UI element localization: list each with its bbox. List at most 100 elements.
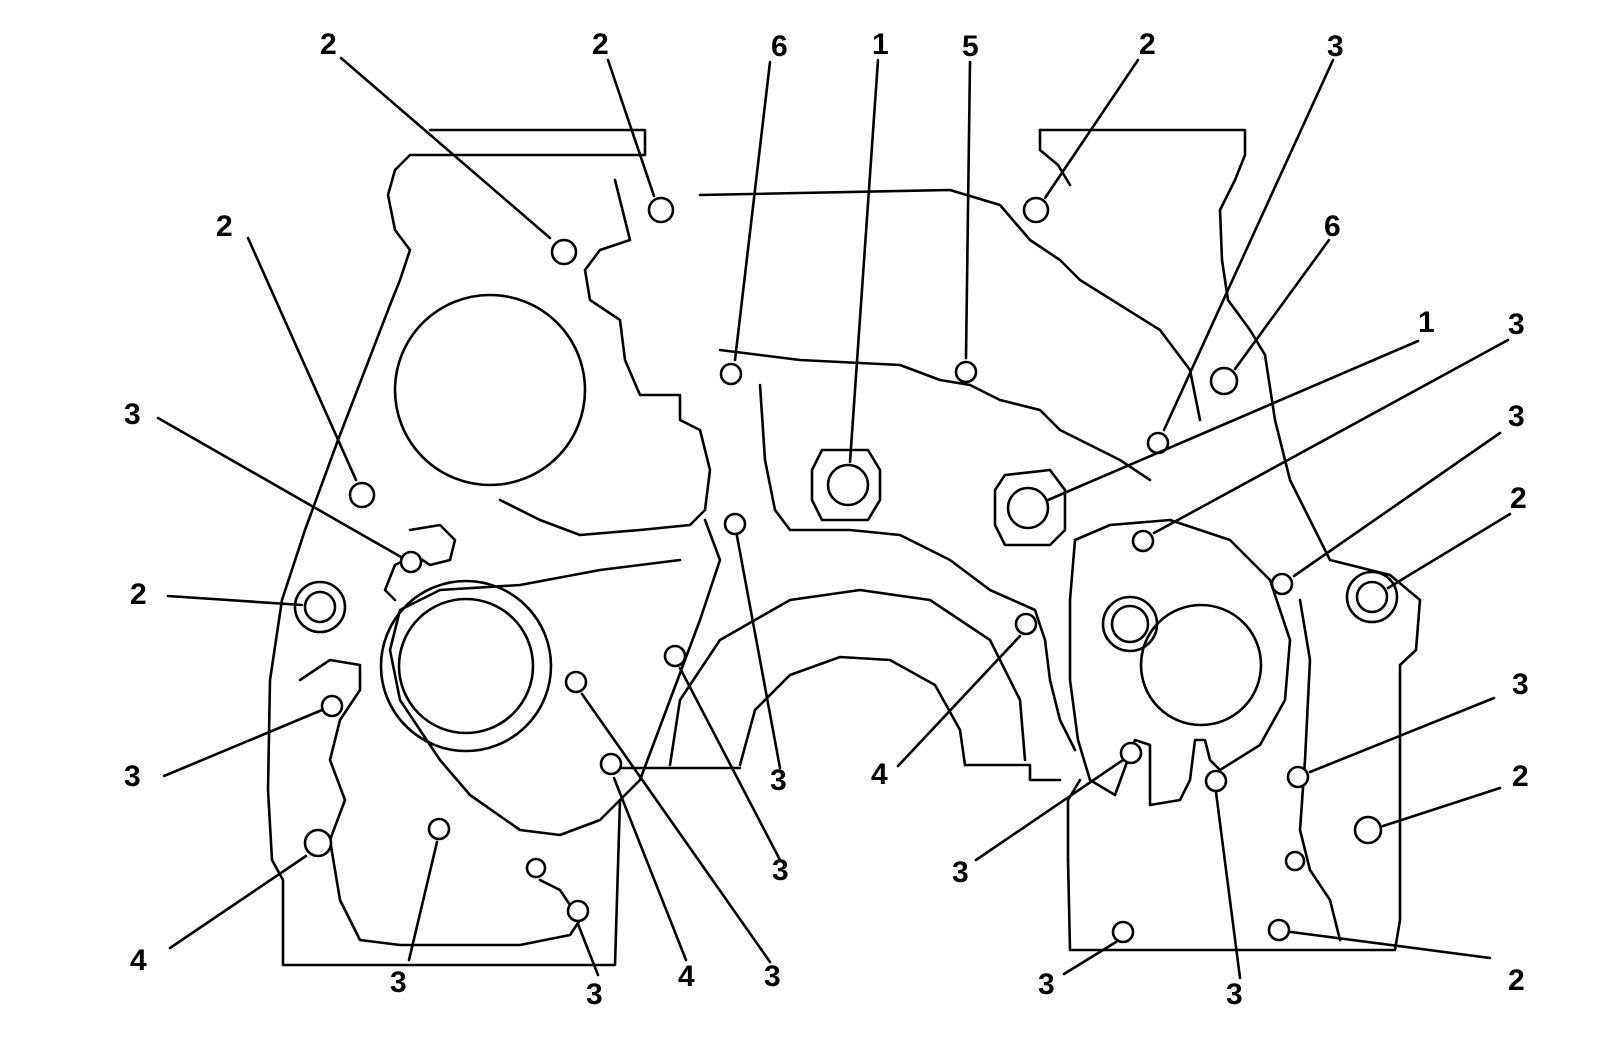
bolt-hole [1353, 815, 1383, 845]
bolt-hole [303, 828, 333, 858]
callout-label: 4 [130, 944, 147, 977]
leader-line [974, 758, 1125, 862]
leader-line [1308, 696, 1496, 774]
leader-line [606, 58, 656, 198]
bolt-hole [1286, 765, 1310, 789]
bolt-hole [1131, 529, 1155, 553]
bolt-hole [1111, 920, 1135, 944]
bolt-hole [723, 512, 747, 536]
leader-line [896, 634, 1022, 768]
left-outer-edge-outline [266, 303, 622, 967]
upper-central-web-outline [698, 188, 1202, 422]
right-dowel-washer-outline [1345, 570, 1399, 624]
bolt-hole [550, 238, 578, 266]
leader-line [1214, 790, 1242, 980]
bolt-hole [954, 360, 978, 384]
callout-labels: 2 2 6 1 5 2 3 2 6 1 3 3 3 2 2 3 3 2 3 3 … [124, 28, 1529, 1011]
leader-line [156, 416, 403, 559]
leader-lines [156, 56, 1512, 980]
leader-line [246, 236, 358, 482]
leader-line [612, 776, 688, 962]
callout-label: 3 [772, 854, 789, 887]
bolt-hole [826, 463, 870, 507]
leader-line [1233, 238, 1331, 371]
leader-line [848, 58, 880, 464]
bolt-hole [663, 644, 687, 668]
bolt-hole [566, 899, 590, 923]
bolt-hole [1355, 580, 1389, 614]
bolt-hole [1119, 741, 1143, 765]
bolt-hole [427, 817, 451, 841]
callout-label: 3 [770, 764, 787, 797]
bolt-hole [1014, 612, 1038, 636]
oil-pump-boss-outline [379, 579, 553, 753]
callout-label: 4 [871, 758, 888, 791]
crankshaft-base-right-outline [963, 763, 1062, 782]
right-lower-band-outline [1066, 778, 1082, 862]
bolt-hole [647, 196, 675, 224]
right-pump-boss-inner-outline [1110, 604, 1150, 644]
middle-web-outline [718, 348, 1152, 482]
crankshaft-inner-arch-outline [738, 655, 967, 767]
leader-line [576, 922, 600, 977]
leader-line [733, 60, 772, 362]
callout-label: 3 [1508, 308, 1525, 341]
leader-line [580, 692, 772, 964]
bolt-hole [1270, 572, 1294, 596]
leader-line [1381, 786, 1502, 828]
cover-outline [266, 128, 1422, 967]
leader-line [407, 840, 439, 962]
left-pump-housing-outline [388, 518, 722, 837]
right-pump-housing-outline [1068, 518, 1292, 807]
leader-line [1386, 512, 1512, 590]
bolt-hole [1267, 918, 1291, 942]
callout-label: 3 [124, 760, 141, 793]
leader-line [1043, 58, 1140, 200]
leader-line [1046, 339, 1420, 502]
crankshaft-outer-arch-outline [668, 588, 1027, 767]
bolt-hole [1022, 196, 1050, 224]
leader-line [964, 60, 972, 360]
right-pump-boss-outer-outline [1101, 595, 1159, 653]
right-center-bolt-boss-outline [993, 468, 1067, 547]
callout-label: 2 [320, 28, 337, 61]
oil-pump-bore-outline [397, 597, 535, 735]
bolt-hole [303, 590, 337, 624]
bolt-hole [320, 694, 344, 718]
left-curl-outline [383, 523, 457, 602]
bolt-hole [1204, 769, 1228, 793]
bolt-hole [719, 362, 743, 386]
callout-label: 4 [678, 960, 695, 993]
callout-label: 5 [962, 30, 979, 63]
leader-line [339, 56, 552, 240]
leader-line [1062, 940, 1118, 976]
callout-label: 3 [586, 978, 603, 1011]
callout-label: 6 [771, 30, 788, 63]
leader-line [735, 534, 782, 770]
callout-label: 3 [1327, 30, 1344, 63]
callout-label: 2 [1512, 760, 1529, 793]
leader-line [168, 854, 308, 950]
leader-line [166, 594, 304, 607]
leader-line [1292, 431, 1502, 578]
lower-central-web-outline [758, 383, 1077, 752]
center-bolt-boss-outline [810, 448, 882, 522]
callout-label: 2 [592, 28, 609, 61]
right-outer-edge-outline [1066, 353, 1422, 952]
callout-label: 2 [1508, 964, 1525, 997]
left-lower-band-outline [298, 658, 582, 947]
bolt-hole [1209, 366, 1239, 396]
left-dowel-washer-outline [293, 580, 347, 634]
upper-left-rail-outline [386, 128, 647, 307]
callout-label: 1 [1418, 306, 1435, 339]
right-pump-bore-outline [1139, 603, 1263, 727]
callout-label: 2 [1510, 482, 1527, 515]
callout-label: 2 [1139, 28, 1156, 61]
callout-label: 3 [952, 856, 969, 889]
callout-label: 3 [764, 960, 781, 993]
callout-label: 1 [872, 28, 889, 61]
right-inner-band-outline [1298, 598, 1342, 942]
callout-label: 6 [1324, 210, 1341, 243]
leader-line [1162, 58, 1335, 432]
water-pump-bore-outline [393, 293, 587, 487]
